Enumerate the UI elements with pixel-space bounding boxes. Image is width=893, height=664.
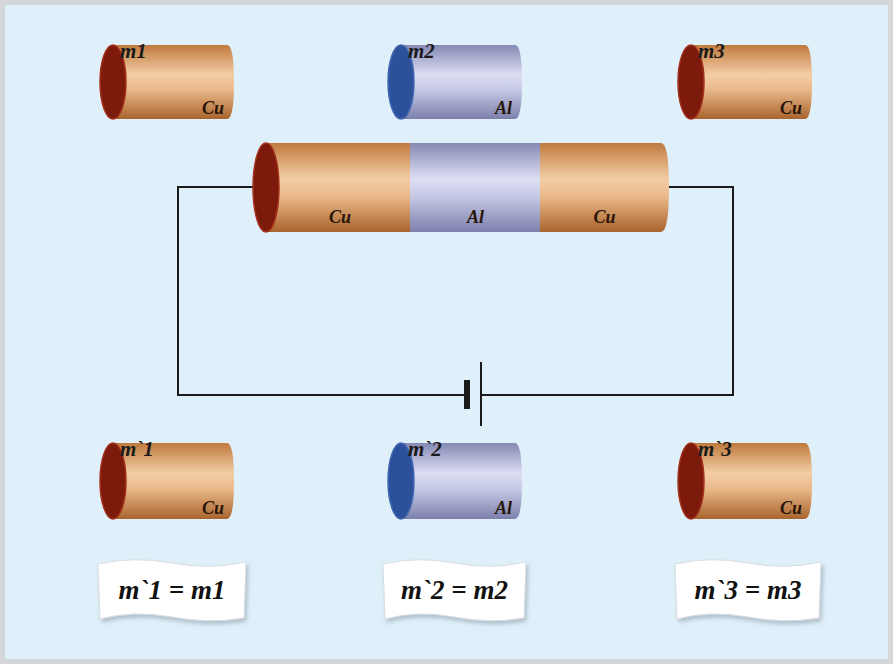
text-holder: Al bbox=[495, 498, 512, 519]
paper-banner bbox=[98, 560, 246, 621]
metal-cylinder: m1Cu bbox=[100, 45, 234, 119]
battery-symbol bbox=[467, 362, 481, 426]
text-holder: Al bbox=[495, 98, 512, 119]
material-label: Al bbox=[495, 498, 512, 518]
cylinder-end-face bbox=[253, 143, 279, 232]
formula-banner: m`3 = m3 bbox=[673, 556, 823, 624]
material-label: Cu bbox=[780, 98, 802, 118]
formula-banner: m`2 = m2 bbox=[381, 556, 528, 624]
material-label: Cu bbox=[593, 207, 615, 227]
mass-label: m`1 bbox=[120, 437, 154, 461]
metal-cylinder: m2Al bbox=[388, 45, 522, 119]
text-holder: m`3 = m3 bbox=[695, 575, 802, 606]
paper-banner bbox=[383, 560, 526, 621]
text-holder: m3 bbox=[698, 39, 725, 64]
rod-segment: Cu bbox=[540, 143, 669, 232]
text-holder: m`3 bbox=[698, 437, 732, 462]
material-label: Cu bbox=[202, 98, 224, 118]
text-holder: m`2 bbox=[408, 437, 442, 462]
cylinder-body bbox=[266, 143, 411, 232]
mass-label: m3 bbox=[698, 39, 725, 63]
text-holder: m2 bbox=[408, 39, 435, 64]
metal-cylinder: m`1Cu bbox=[100, 443, 234, 519]
mass-label: m1 bbox=[120, 39, 147, 63]
formula-banner: m`1 = m1 bbox=[96, 556, 248, 624]
rod-segment bbox=[410, 143, 541, 232]
metal-cylinder: m`3Cu bbox=[678, 443, 812, 519]
text-holder: m1 bbox=[120, 39, 147, 64]
text-holder: m`2 = m2 bbox=[401, 575, 508, 606]
material-label: Al bbox=[495, 98, 512, 118]
text-holder: Cu bbox=[780, 98, 802, 119]
metal-cylinder: m3Cu bbox=[678, 45, 812, 119]
mass-equation: m`1 = m1 bbox=[119, 575, 226, 605]
rod-segment bbox=[540, 143, 669, 232]
text-holder: Cu bbox=[593, 207, 615, 228]
mass-label: m`3 bbox=[698, 437, 732, 461]
paper-banner bbox=[675, 560, 821, 621]
text-holder: Al bbox=[467, 207, 484, 228]
material-label: Al bbox=[467, 207, 484, 227]
material-label: Cu bbox=[202, 498, 224, 518]
mass-equation: m`3 = m3 bbox=[695, 575, 802, 605]
mass-equation: m`2 = m2 bbox=[401, 575, 508, 605]
text-holder: Cu bbox=[780, 498, 802, 519]
mass-label: m`2 bbox=[408, 437, 442, 461]
text-holder: Cu bbox=[202, 98, 224, 119]
material-label: Cu bbox=[780, 498, 802, 518]
text-holder: Cu bbox=[202, 498, 224, 519]
text-holder: Cu bbox=[329, 207, 351, 228]
text-holder: m`1 bbox=[120, 437, 154, 462]
rod-segment: Cu bbox=[253, 143, 411, 232]
rod-segment: Al bbox=[410, 143, 541, 232]
text-holder: m`1 = m1 bbox=[119, 575, 226, 606]
material-label: Cu bbox=[329, 207, 351, 227]
mass-label: m2 bbox=[408, 39, 435, 63]
metal-cylinder: m`2Al bbox=[388, 443, 522, 519]
